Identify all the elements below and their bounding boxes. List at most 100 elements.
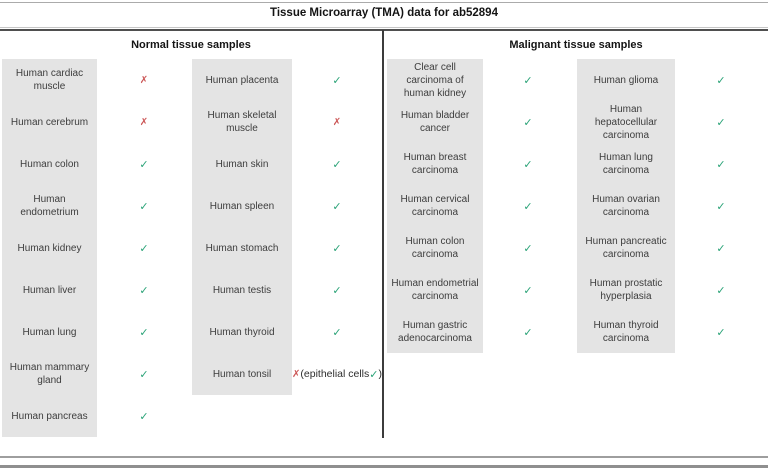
check-icon: ✓	[139, 410, 149, 423]
check-icon: ✓	[97, 227, 191, 269]
tissue-label: Human hepatocellular carcinoma	[594, 103, 658, 141]
bottom-rule-upper	[0, 456, 768, 458]
cross-icon: ✗	[97, 59, 191, 101]
check-icon: ✓	[483, 311, 573, 353]
tissue-label: Human skin	[215, 158, 269, 170]
check-icon: ✓	[675, 227, 767, 269]
result-note-suffix: )	[378, 368, 382, 380]
check-icon: ✓	[523, 242, 533, 255]
tissue-label: Human cervical carcinoma	[400, 194, 470, 218]
check-icon: ✓	[483, 185, 573, 227]
check-icon: ✓	[716, 74, 726, 87]
malignant-samples-header: Malignant tissue samples	[509, 39, 643, 51]
check-icon: ✓	[716, 326, 726, 339]
tissue-label: Clear cell carcinoma of human kidney	[403, 61, 467, 99]
cross-icon: ✗	[139, 116, 149, 128]
check-icon: ✓	[369, 368, 379, 381]
check-icon: ✓	[139, 158, 149, 171]
tissue-label: Human breast carcinoma	[403, 152, 467, 176]
tissue-label: Human endometrium	[20, 194, 79, 218]
check-icon: ✓	[483, 143, 573, 185]
tissue-label: Human lung	[22, 326, 77, 338]
cross-icon: ✗	[292, 101, 382, 143]
cross-icon: ✗	[292, 368, 301, 380]
check-icon: ✓	[139, 242, 149, 255]
tissue-label: Human cardiac muscle	[15, 68, 84, 92]
check-icon: ✓	[483, 227, 573, 269]
tissue-label: Human cerebrum	[10, 116, 89, 128]
check-icon: ✓	[139, 200, 149, 213]
check-icon: ✓	[97, 143, 191, 185]
check-icon: ✓	[97, 311, 191, 353]
tissue-label: Human skeletal muscle	[207, 110, 277, 134]
check-icon: ✓	[716, 116, 726, 129]
check-icon: ✓	[332, 326, 342, 339]
cross-icon: ✗	[332, 116, 342, 128]
tissue-label: Human ovarian carcinoma	[592, 194, 660, 218]
check-icon: ✓	[292, 311, 382, 353]
tissue-label: Human bladder cancer	[400, 110, 470, 134]
check-icon: ✓	[483, 101, 573, 143]
check-icon: ✓	[139, 326, 149, 339]
title-divider-dark	[0, 28, 768, 31]
check-icon: ✓	[97, 395, 191, 437]
tissue-label: Human thyroid	[209, 326, 275, 338]
check-icon: ✓	[716, 242, 726, 255]
check-icon: ✓	[675, 143, 767, 185]
top-rule	[0, 2, 768, 3]
malignant-column-b-results: ✓✓✓✓✓✓✓	[675, 59, 767, 353]
tissue-label: Human glioma	[593, 74, 659, 86]
tissue-label: Human kidney	[17, 242, 82, 254]
check-icon: ✓	[675, 59, 767, 101]
tissue-label: Human stomach	[205, 242, 279, 254]
check-icon: ✓	[332, 158, 342, 171]
cross-icon: ✗	[97, 101, 191, 143]
tissue-label: Human testis	[212, 284, 272, 296]
check-icon: ✓	[97, 269, 191, 311]
check-icon: ✓	[523, 74, 533, 87]
check-icon: ✓	[332, 242, 342, 255]
tissue-label: Human lung carcinoma	[599, 152, 653, 176]
check-icon: ✓	[716, 284, 726, 297]
check-icon: ✓	[675, 101, 767, 143]
section-vertical-divider	[382, 30, 384, 438]
title-divider-light	[0, 27, 768, 28]
tissue-label: Human spleen	[209, 200, 275, 212]
tissue-label: Human colon carcinoma	[405, 236, 465, 260]
check-icon: ✓	[675, 269, 767, 311]
cross-icon: ✗ (epithelial cells ✓)	[292, 353, 382, 395]
check-icon: ✓	[292, 59, 382, 101]
tissue-label: Human pancreas	[11, 410, 88, 422]
tissue-label: Human liver	[22, 284, 77, 296]
check-icon: ✓	[483, 59, 573, 101]
tissue-label: Human prostatic hyperplasia	[589, 278, 663, 302]
check-icon: ✓	[292, 143, 382, 185]
check-icon: ✓	[332, 284, 342, 297]
tissue-label: Human mammary gland	[9, 362, 90, 386]
check-icon: ✓	[523, 158, 533, 171]
malignant-column-a-results: ✓ ✓ ✓ ✓ ✓ ✓ ✓	[483, 59, 573, 353]
check-icon: ✓	[716, 158, 726, 171]
cross-icon: ✗	[139, 74, 149, 86]
check-icon: ✓	[139, 284, 149, 297]
tissue-label: Human tonsil	[212, 368, 272, 380]
normal-column-a-results: ✗ ✗ ✓ ✓ ✓ ✓ ✓ ✓ ✓	[97, 59, 191, 437]
check-icon: ✓	[332, 74, 342, 87]
check-icon: ✓	[139, 368, 149, 381]
normal-column-b-results: ✓✗✓✓✓✓✓✗ (epithelial cells ✓)	[292, 59, 382, 395]
check-icon: ✓	[523, 116, 533, 129]
check-icon: ✓	[292, 227, 382, 269]
check-icon: ✓	[97, 353, 191, 395]
tissue-label: Human thyroid carcinoma	[593, 320, 659, 344]
check-icon: ✓	[97, 185, 191, 227]
normal-samples-header: Normal tissue samples	[131, 39, 251, 51]
check-icon: ✓	[523, 284, 533, 297]
check-icon: ✓	[523, 326, 533, 339]
check-icon: ✓	[292, 185, 382, 227]
bottom-rule-lower	[0, 465, 768, 468]
